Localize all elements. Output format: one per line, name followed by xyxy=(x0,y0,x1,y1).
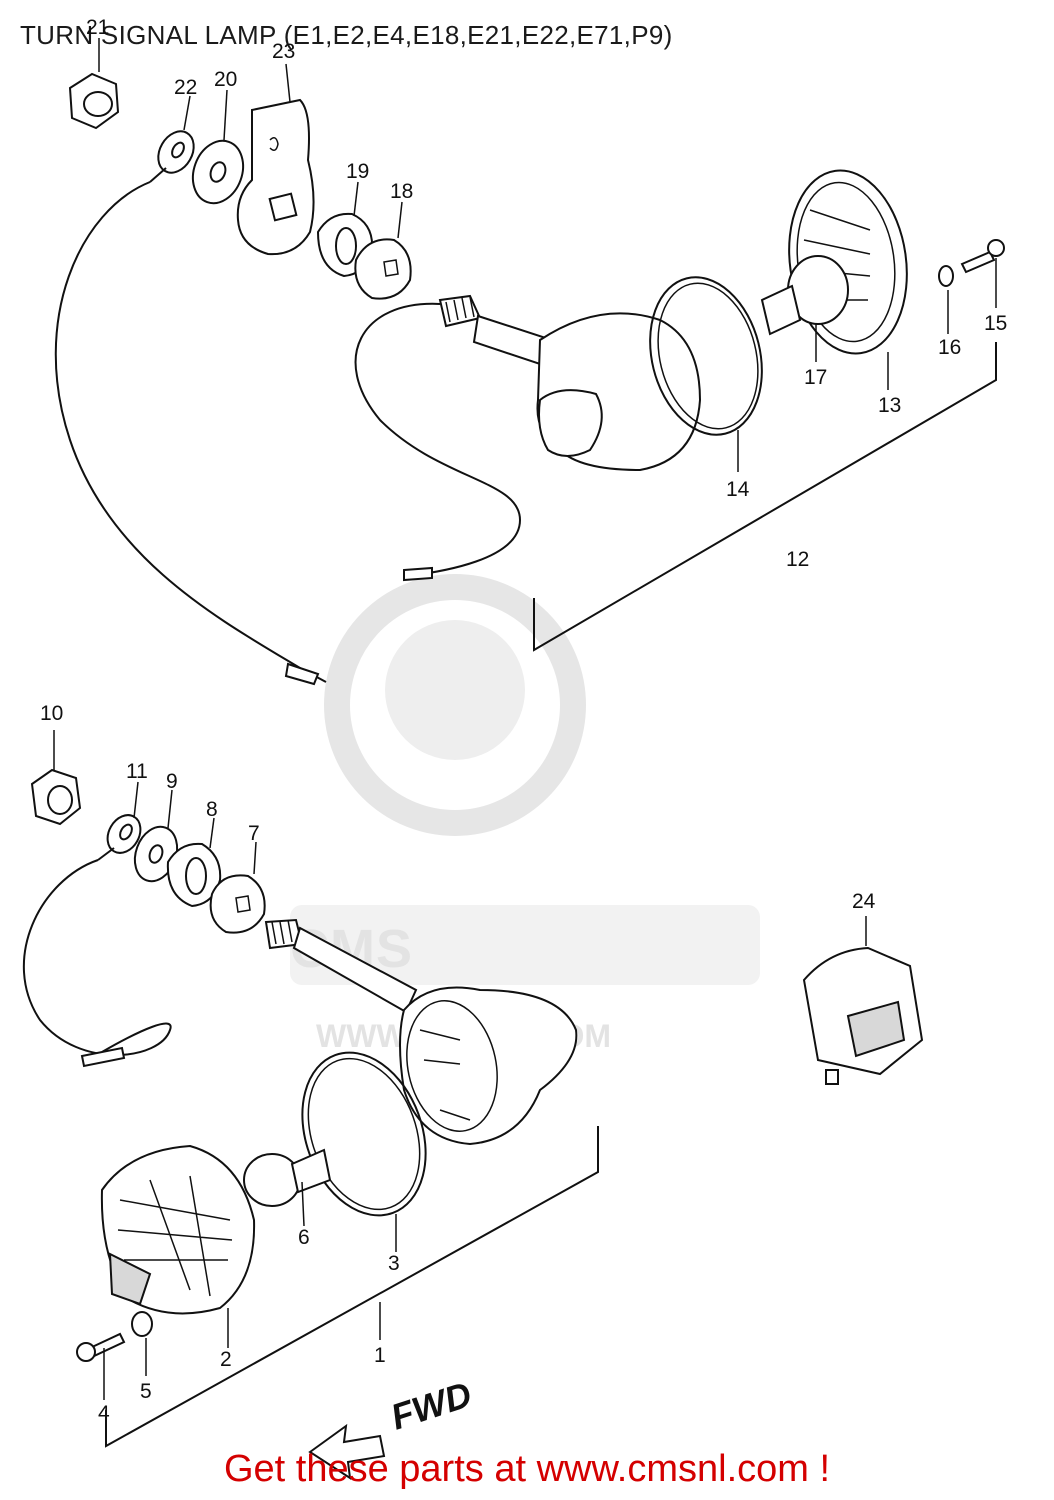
wire-bottom xyxy=(22,859,172,1056)
callout-24: 24 xyxy=(852,890,876,913)
part-9-washer xyxy=(133,789,179,883)
part-8-collar xyxy=(166,817,222,908)
part-2-lens xyxy=(100,1144,256,1348)
part-22-terminal xyxy=(149,95,195,183)
part-16-washer xyxy=(938,265,954,334)
part-10-nut xyxy=(30,730,82,826)
callout-1: 1 xyxy=(374,1344,386,1367)
part-1-stem xyxy=(264,918,418,1014)
callout-21: 21 xyxy=(86,16,109,39)
part-21-nut xyxy=(68,38,120,130)
wire-top xyxy=(54,181,327,683)
part-7-nut xyxy=(209,841,266,934)
part-20-washer xyxy=(191,89,245,205)
part-15-screw xyxy=(960,239,1005,308)
part-5-washer xyxy=(131,1311,153,1376)
part-23-bracket xyxy=(236,63,315,256)
callout-6: 6 xyxy=(298,1226,310,1249)
callout-20: 20 xyxy=(214,68,237,91)
fwd-label: FWD xyxy=(386,1373,477,1437)
part-14-gasket xyxy=(649,276,763,472)
part-6-bulb xyxy=(243,1148,332,1227)
callout-19: 19 xyxy=(346,160,369,183)
callout-18: 18 xyxy=(390,180,413,203)
part-18-nut xyxy=(354,201,412,300)
wire-top-inner xyxy=(354,302,522,577)
diagram-title: TURN SIGNAL LAMP (E1,E2,E4,E18,E21,E22,E… xyxy=(20,20,673,50)
part-12-stem xyxy=(438,294,554,368)
callout-12: 12 xyxy=(786,548,809,571)
callout-5: 5 xyxy=(140,1380,152,1403)
footer-link-text[interactable]: Get these parts at www.cmsnl.com ! xyxy=(223,1448,831,1490)
callout-9: 9 xyxy=(166,770,178,793)
callout-10: 10 xyxy=(40,702,63,725)
callout-14: 14 xyxy=(726,478,750,501)
part-12-housing xyxy=(536,312,702,472)
callout-16: 16 xyxy=(938,336,961,359)
callout-4: 4 xyxy=(98,1402,110,1425)
callout-17: 17 xyxy=(804,366,827,389)
callout-11: 11 xyxy=(126,760,148,783)
part-4-screw xyxy=(76,1332,126,1400)
part-3-gasket xyxy=(301,1051,427,1252)
callout-22: 22 xyxy=(174,76,197,99)
callout-labels: 21 22 20 23 19 18 17 13 16 15 14 12 10 1… xyxy=(40,16,1007,1425)
callout-8: 8 xyxy=(206,798,218,821)
assembly-bracket-12 xyxy=(533,342,997,652)
callout-23: 23 xyxy=(272,40,295,63)
callout-3: 3 xyxy=(388,1252,400,1275)
part-17-bulb xyxy=(760,255,849,362)
callout-7: 7 xyxy=(248,822,260,845)
part-11-terminal xyxy=(97,781,142,861)
part-1-housing xyxy=(399,986,578,1146)
assembly-bracket-1 xyxy=(105,1126,599,1448)
callout-13: 13 xyxy=(878,394,901,417)
part-24-relay xyxy=(802,916,924,1085)
callout-2: 2 xyxy=(220,1348,232,1371)
callout-15: 15 xyxy=(984,312,1007,335)
